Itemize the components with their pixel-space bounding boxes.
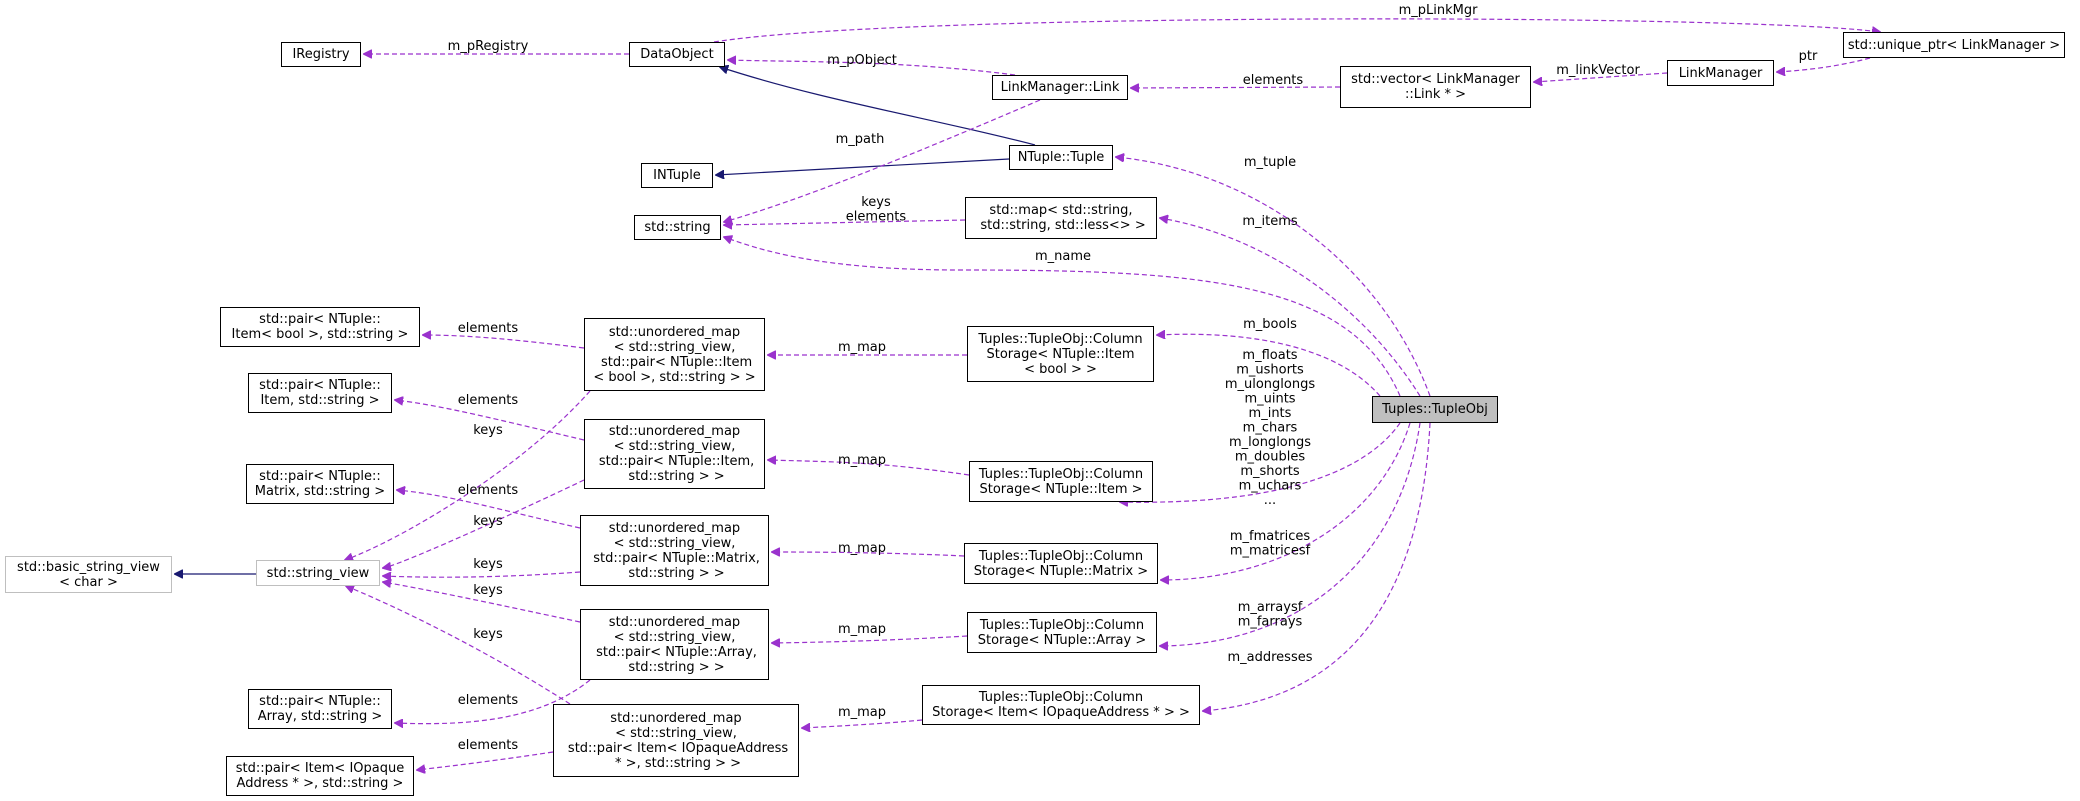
edge-tupleobj-string [724,237,1401,397]
node-columnstorage-item[interactable]: Tuples::TupleObj::Column Storage< NTuple… [969,461,1153,502]
edge-tupleobj-map [1160,218,1421,397]
edge-label-m-path: m_path [836,132,885,147]
edge-tuple-intuple [716,158,1010,175]
node-std-map[interactable]: std::map< std::string, std::string, std:… [965,197,1157,239]
node-columnstorage-array[interactable]: Tuples::TupleObj::Column Storage< NTuple… [967,612,1157,653]
edge-label-elements-pair-array: elements [458,693,519,708]
node-linkmanager[interactable]: LinkManager [1667,60,1774,86]
edge-tupleobj-csarray [1160,422,1421,646]
edge-label-m-map-array: m_map [838,622,886,637]
node-dataobject[interactable]: DataObject [629,42,725,67]
edge-label-m-tuple: m_tuple [1244,155,1296,170]
edge-label-keys-item: keys [473,514,503,529]
edge-csarray-umarray [772,635,968,643]
edge-label-m-items: m_items [1242,214,1298,229]
edge-label-elements-pair-matrix: elements [458,483,519,498]
edge-ummatrix-pairmatrix [397,490,581,529]
node-linkmanager-link[interactable]: LinkManager::Link [992,75,1128,100]
node-unique-ptr-linkmanager[interactable]: std::unique_ptr< LinkManager > [1843,32,2065,58]
edge-label-m-map-bool: m_map [838,340,886,355]
node-pair-matrix[interactable]: std::pair< NTuple:: Matrix, std::string … [246,464,394,504]
node-unordered-map-item[interactable]: std::unordered_map < std::string_view, s… [584,419,765,489]
node-pair-array[interactable]: std::pair< NTuple:: Array, std::string > [248,689,392,729]
node-std-string-view[interactable]: std::string_view [256,560,380,586]
edge-label-elements-link: elements [1243,73,1304,88]
edge-tuple-dataobject [720,67,1036,146]
edge-umarray-pairarray [395,679,591,724]
edge-tupleobj-csbool [1157,334,1381,397]
node-columnstorage-matrix[interactable]: Tuples::TupleObj::Column Storage< NTuple… [964,543,1158,584]
edge-label-m-name: m_name [1035,249,1091,264]
edge-label-keys-array: keys [473,583,503,598]
node-columnstorage-bool[interactable]: Tuples::TupleObj::Column Storage< NTuple… [967,326,1154,382]
edge-label-m-map-addr: m_map [838,705,886,720]
edge-label-elements-pair-item: elements [458,393,519,408]
edge-label-m-map-matrix: m_map [838,541,886,556]
node-basic-string-view[interactable]: std::basic_string_view < char > [5,556,172,593]
edge-link-dataobject [728,60,1016,76]
node-unordered-map-address[interactable]: std::unordered_map < std::string_view, s… [553,704,799,777]
edge-csmatrix-ummatrix [772,552,965,557]
edge-label-keys-addr: keys [473,627,503,642]
edge-label-m-plinkmgr: m_pLinkMgr [1399,3,1479,18]
edge-label-keys-matrix: keys [473,557,503,572]
node-pair-item-bool[interactable]: std::pair< NTuple:: Item< bool >, std::s… [220,307,420,347]
node-unordered-map-array[interactable]: std::unordered_map < std::string_view, s… [580,609,769,680]
edge-umbool-pairbool [423,335,585,349]
node-ntuple-tuple[interactable]: NTuple::Tuple [1009,145,1113,170]
edge-umaddr-pairaddr [417,751,554,770]
edge-label-ptr: ptr [1799,49,1818,64]
edge-label-m-linkvector: m_linkVector [1556,63,1640,78]
edge-linkmanager-vector [1534,72,1668,82]
node-pair-address[interactable]: std::pair< Item< IOpaque Address * >, st… [226,756,414,796]
edge-umarray-stringview [383,582,581,623]
edge-label-keys-bool: keys [473,423,503,438]
node-unordered-map-bool[interactable]: std::unordered_map < std::string_view, s… [584,318,765,391]
edge-label-m-addresses: m_addresses [1227,650,1312,665]
edge-label-elements-pair-addr: elements [458,738,519,753]
edge-tupleobj-csitem [1120,422,1401,502]
node-tuples-tupleobj[interactable]: Tuples::TupleObj [1372,396,1498,423]
edge-ummatrix-stringview [383,571,581,577]
edge-map-string [724,219,966,225]
edge-label-m-pobject: m_pObject [827,53,897,68]
edge-label-m-map-item: m_map [838,453,886,468]
edge-umaddr-stringview [346,586,571,705]
edge-tupleobj-csaddr [1203,422,1431,711]
edge-csaddr-umaddr [802,719,923,728]
node-columnstorage-address[interactable]: Tuples::TupleObj::Column Storage< Item< … [922,685,1200,725]
node-vector-link[interactable]: std::vector< LinkManager ::Link * > [1340,66,1531,108]
edge-label-elements-pair-bool: elements [458,321,519,336]
node-iregistry[interactable]: IRegistry [281,42,361,67]
edge-umbool-stringview [345,390,591,560]
edge-label-m-bools: m_bools [1243,317,1297,332]
node-unordered-map-matrix[interactable]: std::unordered_map < std::string_view, s… [580,515,769,586]
edge-link-string [724,99,1041,222]
edge-csitem-umitem [768,460,970,476]
edge-dataobject-uniqueptr [713,18,1880,43]
node-pair-item[interactable]: std::pair< NTuple:: Item, std::string > [248,373,392,413]
edge-umitem-stringview [383,479,585,568]
edge-tupleobj-tuple [1116,157,1431,397]
edge-uniqueptr-linkmanager [1777,57,1871,72]
edge-umitem-pairitem [395,400,585,441]
node-std-string[interactable]: std::string [634,215,721,240]
edge-vector-link [1131,87,1341,88]
node-intuple[interactable]: INTuple [641,163,713,188]
edge-label-m-pregistry: m_pRegistry [448,39,529,54]
